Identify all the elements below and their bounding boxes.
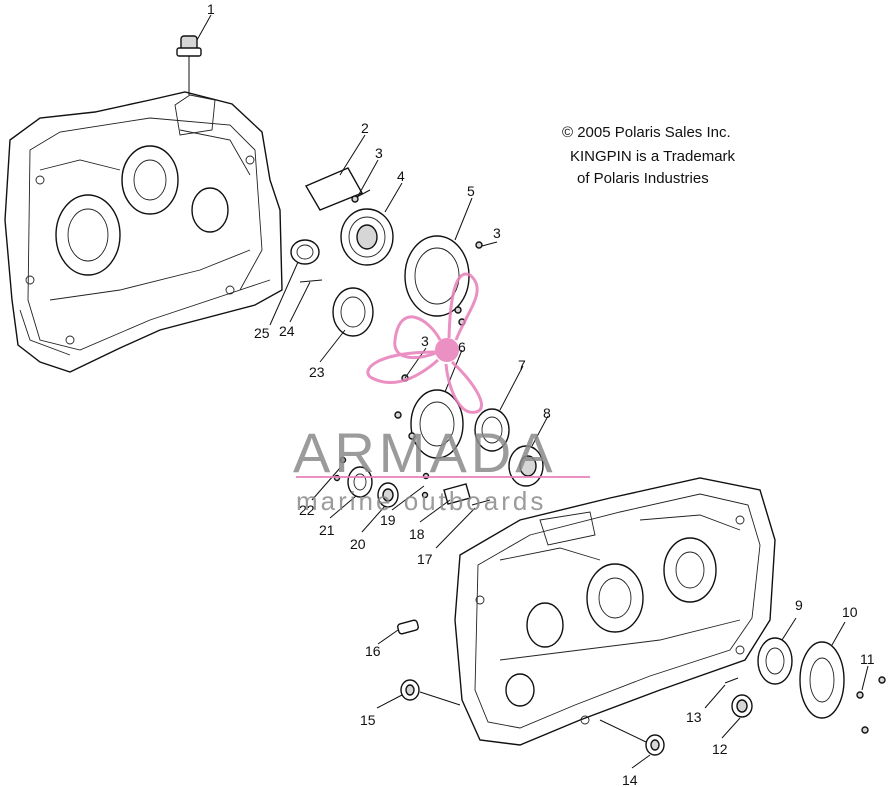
part-16-dowel: [397, 619, 419, 635]
callout-16: 16: [365, 643, 381, 659]
callout-11: 11: [860, 651, 875, 667]
callout-6: 6: [458, 339, 466, 355]
callout-3c: 3: [421, 333, 429, 349]
copyright-line-1: © 2005 Polaris Sales Inc.: [562, 124, 731, 141]
callout-12: 12: [712, 741, 728, 757]
part-4-bearing: [340, 208, 394, 266]
part-10-cover: [799, 641, 845, 719]
part-12-plug: [731, 694, 753, 718]
callout-18: 18: [409, 526, 425, 542]
callout-10: 10: [842, 604, 858, 620]
part-25-sleeve: [290, 239, 320, 265]
callout-23: 23: [309, 364, 325, 380]
copyright-line-3: of Polaris Industries: [577, 170, 709, 187]
callout-25: 25: [254, 325, 270, 341]
callout-13: 13: [686, 709, 702, 725]
part-9-bearing: [757, 637, 793, 685]
watermark-brand: ARMADA: [293, 421, 557, 484]
part-17-dowel: [471, 499, 491, 506]
callout-8: 8: [543, 405, 551, 421]
callout-22: 22: [299, 502, 315, 518]
part-6-retainer: [394, 374, 464, 459]
part-7-bearing: [474, 408, 510, 452]
callout-17: 17: [417, 551, 433, 567]
part-11-screws: [856, 676, 886, 734]
callout-2: 2: [361, 120, 369, 136]
part-14-seal: [645, 734, 665, 756]
copyright-note: © 2005 Polaris Sales Inc. KINGPIN is a T…: [562, 124, 736, 187]
callout-21: 21: [319, 522, 335, 538]
left-crankcase-half: [4, 91, 283, 373]
callout-3b: 3: [493, 225, 501, 241]
part-15-seal: [400, 679, 420, 701]
leader-lines: [196, 14, 869, 769]
callout-7: 7: [518, 357, 526, 373]
part-18-plate: [443, 483, 471, 505]
part-1-breather-fitting: [176, 35, 202, 95]
armada-watermark: ARMADA marine outboards: [293, 272, 590, 516]
callout-20: 20: [350, 536, 366, 552]
part-13-dowel: [724, 677, 739, 684]
part-3-bolt-a: [351, 189, 371, 203]
propeller-logo-icon: [366, 272, 483, 414]
callout-5: 5: [467, 183, 475, 199]
callout-1: 1: [207, 1, 215, 17]
callout-15: 15: [360, 712, 376, 728]
callout-4: 4: [397, 168, 405, 184]
part-20-bearing: [377, 482, 399, 508]
callout-19: 19: [380, 512, 396, 528]
part-23-bearing: [332, 287, 374, 337]
watermark-tagline: marine outboards: [296, 486, 546, 516]
callout-24: 24: [279, 323, 295, 339]
right-crankcase-half: [454, 477, 776, 746]
part-24-dowel: [299, 279, 323, 283]
part-21-seal: [347, 466, 373, 498]
part-2-cover-plate: [304, 167, 363, 211]
copyright-line-2: KINGPIN is a Trademark: [570, 148, 736, 165]
callout-labels: 1 2 3 4 5 3 23 25 24 3 6 7 8 22 21 20 19…: [207, 1, 875, 787]
callout-3: 3: [375, 145, 383, 161]
callout-9: 9: [795, 597, 803, 613]
callout-14: 14: [622, 772, 638, 787]
